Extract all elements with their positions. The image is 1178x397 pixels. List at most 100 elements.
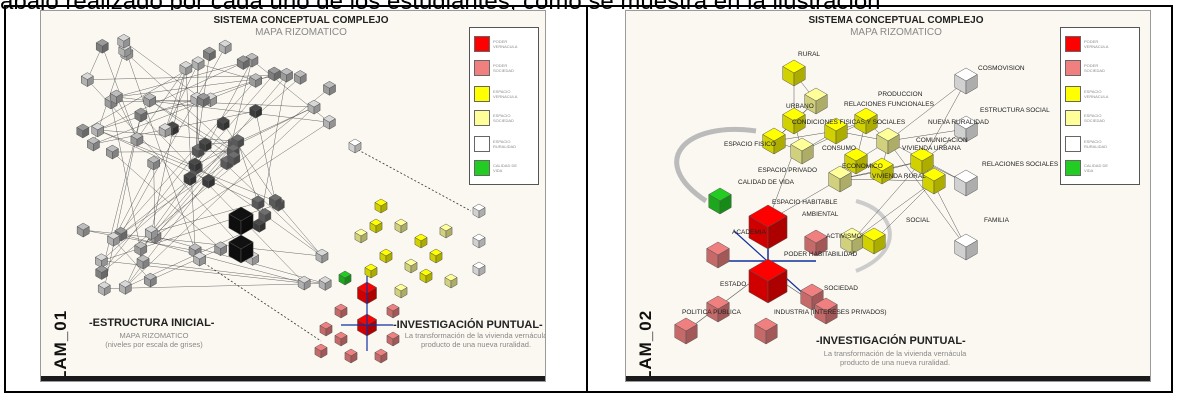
cube-face — [104, 284, 111, 297]
grey-cube-node — [158, 123, 172, 138]
cube-face — [478, 237, 486, 249]
cube-face — [370, 267, 378, 279]
cube-face — [320, 347, 328, 359]
yellow-cube-node — [374, 198, 388, 214]
cube-face — [286, 71, 293, 83]
node-label-familia: FAMILIA — [984, 217, 1009, 224]
cube-face — [324, 279, 332, 291]
node-label-espacio-fisico: ESPACIO FISICO — [724, 141, 776, 148]
cube-face — [149, 96, 156, 108]
pink-cube-node — [706, 241, 730, 269]
cube-face — [400, 287, 408, 299]
connector-line — [116, 96, 138, 140]
connector-line — [97, 80, 256, 131]
connector-line — [251, 59, 330, 123]
white-cube-node — [472, 261, 486, 277]
legend-swatch — [1065, 110, 1081, 126]
yellow-cube-node — [854, 107, 878, 135]
cube-face — [240, 241, 254, 264]
yellow-cube-node — [419, 268, 433, 284]
cube-face — [210, 95, 217, 108]
investigacion-puntual-subtitle: La transformación de la vivienda vernácu… — [823, 349, 967, 367]
connector-line — [164, 63, 199, 131]
connector-line — [185, 68, 196, 251]
lam-01-legend: PODER VERNACULA PODER SOCIEDAD ESPACIO V… — [469, 27, 539, 185]
yellow-cube-node — [862, 227, 886, 255]
node-label-espacio-habitable: ESPACIO HABITABLE — [772, 199, 838, 206]
cube-face — [392, 335, 400, 347]
node-label-habitabilidad: PODER HABITABILIDAD — [784, 251, 858, 258]
cube-face — [151, 228, 158, 241]
grey-cube-node — [130, 132, 144, 147]
cube-face — [136, 135, 144, 147]
connector-line — [140, 75, 287, 249]
pink-cube-node — [386, 303, 400, 319]
connector-line — [194, 164, 323, 257]
cube-face — [140, 244, 148, 257]
cube-face — [153, 159, 161, 171]
cube-face — [380, 352, 388, 364]
node-label-academia: ACADEMIA — [732, 229, 766, 236]
connector-line — [851, 180, 935, 242]
cube-face — [112, 148, 119, 160]
legend-swatch — [474, 160, 490, 176]
green-cube-node — [708, 187, 732, 215]
yellow-cube-node — [910, 147, 934, 175]
white-cube-node — [472, 203, 486, 219]
node-label-relaciones-funcionales: RELACIONES FUNCIONALES — [844, 101, 934, 108]
cube-face — [120, 230, 128, 242]
grey-cube-node — [134, 241, 148, 257]
grey-cube-node — [94, 253, 108, 269]
node-label-estado: ESTADO — [720, 281, 747, 288]
legend-item: ESPACIO VERNACULA — [474, 84, 519, 104]
cube-face — [815, 236, 828, 257]
connector-line — [113, 162, 227, 240]
node-label-nueva-ruralidad: NUEVA RURALIDAD — [928, 119, 989, 126]
red-cube-node — [748, 204, 788, 250]
cube-face — [801, 144, 814, 165]
connector-line — [97, 129, 259, 203]
connector-line — [151, 178, 191, 233]
connector-line — [101, 141, 238, 261]
cube-face — [965, 122, 978, 143]
cube-face — [793, 114, 806, 135]
connector-line — [113, 239, 151, 281]
node-label-economico: ECONOMICO — [842, 163, 883, 170]
lam-01-title: SISTEMA CONCEPTUAL COMPLEJO — [213, 15, 389, 26]
cube-face — [82, 226, 90, 238]
yellow-cube-node — [782, 107, 806, 135]
legend-text: ESPACIO RURALIDAD — [1084, 139, 1108, 149]
cube-face — [685, 324, 698, 345]
legend-text: ESPACIO RURALIDAD — [493, 139, 517, 149]
cube-face — [140, 111, 148, 123]
cube-face — [410, 262, 418, 274]
pink-cube-node — [674, 317, 698, 345]
cube-face — [255, 107, 262, 119]
grey-cube-node — [279, 67, 294, 83]
connector-line — [113, 80, 256, 240]
legend-text: PODER VERNACULA — [1084, 39, 1109, 49]
legend-text: ESPACIO SOCIEDAD — [493, 113, 514, 123]
estructura-inicial-title: -ESTRUCTURA INICIAL- — [89, 317, 215, 329]
cube-face — [150, 276, 157, 288]
connector-line — [120, 141, 238, 235]
legend-item: ESPACIO SOCIEDAD — [474, 108, 519, 128]
lam-01-panel: SISTEMA CONCEPTUAL COMPLEJO MAPA RIZOMAT… — [40, 10, 546, 382]
cube-face — [340, 307, 348, 319]
white-cube-node — [348, 138, 362, 154]
grey-cube-node — [134, 107, 148, 123]
cube-face — [164, 126, 172, 138]
connector-line — [113, 162, 154, 240]
curved-arrow — [855, 199, 892, 273]
connector-line — [110, 101, 144, 263]
cube-face — [445, 227, 453, 239]
grey-cube-node — [76, 123, 90, 139]
grey-cube-node — [218, 39, 232, 55]
grey-cube-node — [143, 92, 157, 108]
legend-text: PODER VERNACULA — [493, 39, 518, 49]
cube-face — [185, 64, 193, 76]
cube-face — [125, 283, 132, 295]
grey-cube-node — [252, 218, 266, 233]
node-label-espacio-privado: ESPACIO PRIVADO — [758, 167, 817, 174]
lam-02-label: LAM_02 — [636, 309, 655, 381]
